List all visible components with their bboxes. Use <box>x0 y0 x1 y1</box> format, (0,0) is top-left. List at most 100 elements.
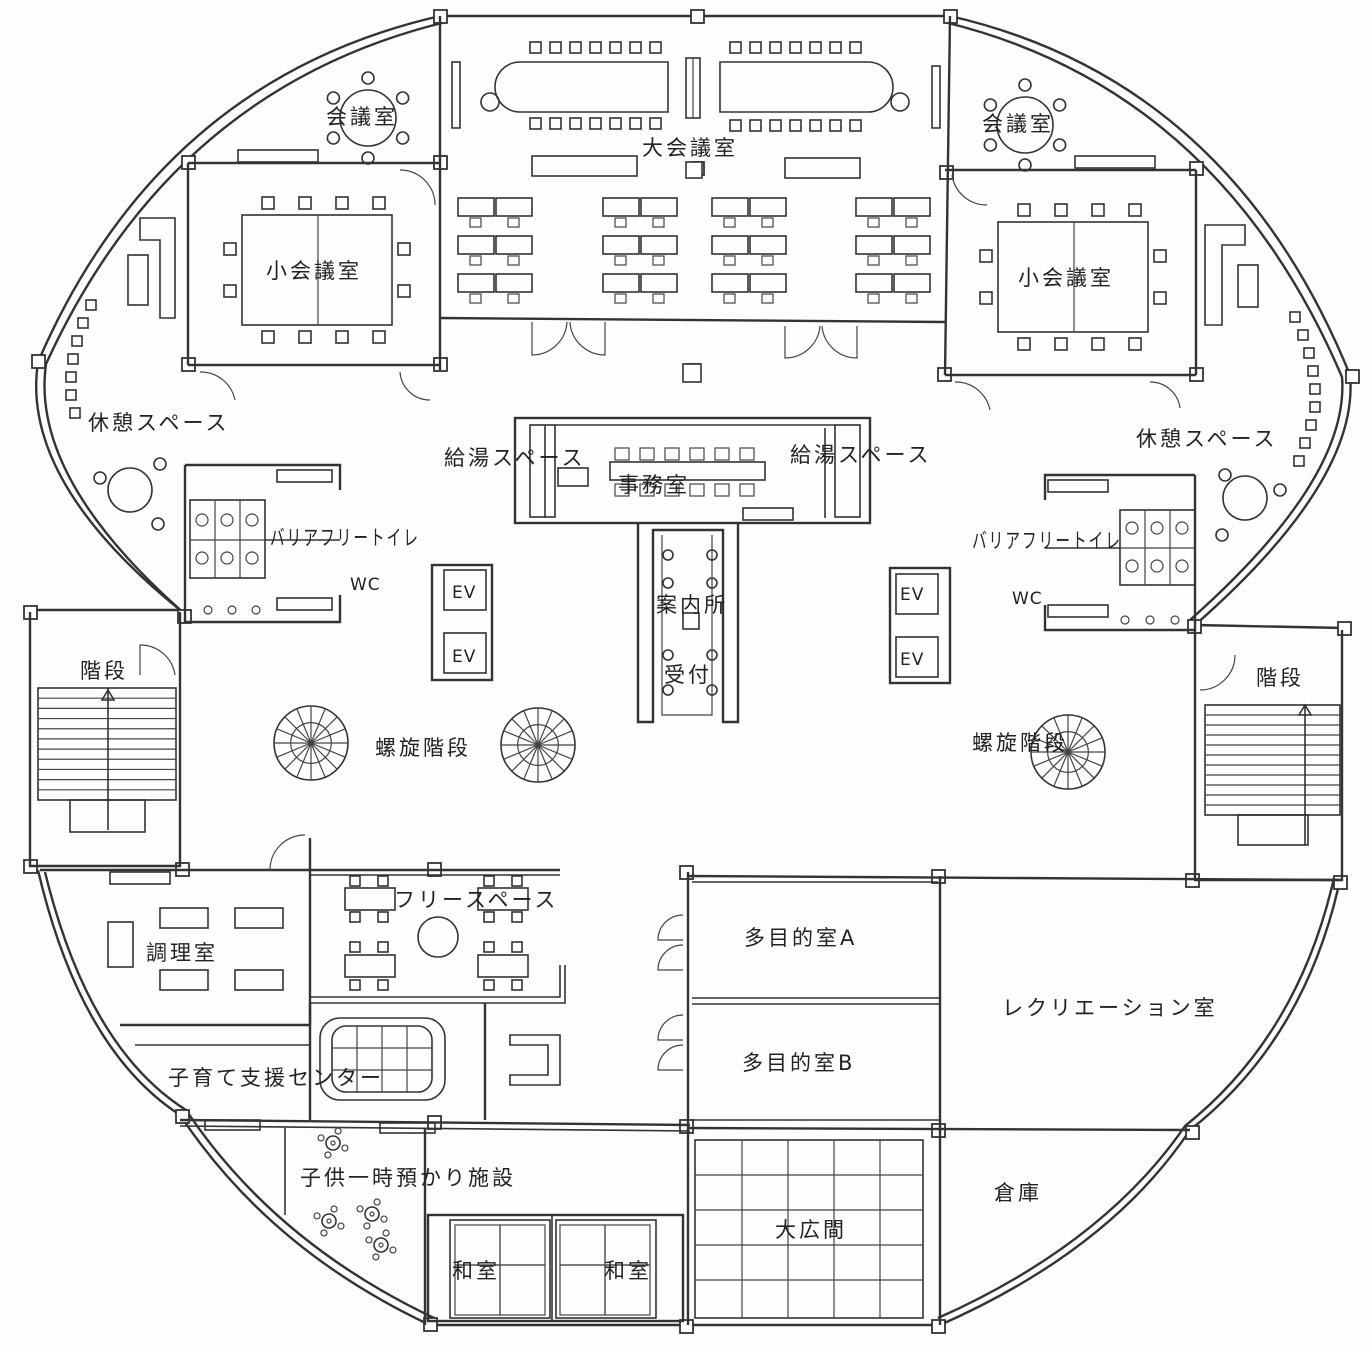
spiral-step <box>537 744 573 760</box>
lounge-furniture <box>65 299 1321 542</box>
chair <box>905 293 918 304</box>
barrierfree-toilet-right-label: バリアフリートイレ <box>972 529 1122 553</box>
desk <box>711 197 749 217</box>
chair <box>1153 249 1167 263</box>
spiral-step <box>310 716 338 744</box>
chair <box>723 255 736 266</box>
lounge-seat <box>1299 437 1311 449</box>
lounge-seat <box>77 317 89 329</box>
desk <box>893 235 931 255</box>
spiral-step <box>1067 725 1095 753</box>
chair <box>397 284 411 298</box>
spiral-step <box>1067 737 1103 753</box>
chair <box>361 151 375 165</box>
spiral-step <box>503 744 539 760</box>
chair <box>761 217 774 228</box>
desk <box>640 235 678 255</box>
office-chair <box>614 483 630 497</box>
chair <box>629 41 642 54</box>
chair <box>867 255 880 266</box>
chair <box>298 196 312 210</box>
conference-tables <box>451 41 941 304</box>
chair <box>223 242 237 256</box>
toy-seat-dot <box>389 1246 397 1254</box>
chair <box>723 293 736 304</box>
chair <box>1017 203 1031 217</box>
chair <box>829 119 842 132</box>
toy-seat-dot <box>341 1144 349 1152</box>
toy-seat-dot <box>363 1222 371 1230</box>
spiral-step <box>310 742 346 758</box>
multipurpose-room-a-label: 多目的室A <box>744 926 857 950</box>
spiral-step <box>537 744 565 772</box>
office-chair <box>714 483 730 497</box>
chair <box>867 293 880 304</box>
multipurpose-room-b-label: 多目的室B <box>742 1051 855 1075</box>
chair <box>749 119 762 132</box>
chair <box>849 119 862 132</box>
toy-seat <box>325 1135 341 1151</box>
toy-seat-dot <box>372 1253 380 1261</box>
spiral-step <box>511 718 539 746</box>
lounge-seat <box>1289 311 1301 323</box>
chair <box>529 41 542 54</box>
desk <box>893 273 931 293</box>
desk <box>855 235 893 255</box>
chair <box>469 293 482 304</box>
office-chair <box>614 447 630 461</box>
chair <box>614 293 627 304</box>
office-chair <box>689 447 705 461</box>
chair <box>395 91 410 105</box>
desk <box>495 273 533 293</box>
chair <box>569 41 582 54</box>
chair <box>723 217 736 228</box>
chair <box>761 293 774 304</box>
desk <box>893 197 931 217</box>
chair <box>1054 203 1068 217</box>
chair <box>507 217 520 228</box>
desk <box>749 235 787 255</box>
toy-seat-dot <box>334 1127 342 1135</box>
chair <box>729 119 742 132</box>
desk <box>640 273 678 293</box>
toy-seat-center <box>378 1242 384 1248</box>
toy-seat-center <box>369 1211 375 1217</box>
chair <box>649 117 662 130</box>
chair <box>1091 337 1105 351</box>
lounge-seat <box>67 353 79 365</box>
chair <box>326 91 341 105</box>
chair <box>1052 98 1067 112</box>
chair <box>809 41 822 54</box>
spiral-step <box>284 742 312 770</box>
lounge-seat <box>1309 401 1321 413</box>
desk <box>495 235 533 255</box>
toy-seat-dot <box>320 1229 328 1237</box>
office-chair <box>664 447 680 461</box>
chair <box>1128 337 1142 351</box>
reception-label: 受付 <box>664 663 712 687</box>
spiral-step <box>537 744 553 780</box>
lounge-seat <box>71 335 83 347</box>
spiral-step <box>523 744 539 780</box>
chair <box>1018 78 1032 92</box>
chair <box>652 255 665 266</box>
chair <box>1052 138 1067 152</box>
chair <box>1153 291 1167 305</box>
room-labels: 大会議室 会議室 会議室 小会議室 小会議室 休憩スペース 休憩スペース 給湯ス… <box>80 105 1301 1283</box>
small-conference-left-label: 小会議室 <box>266 259 362 283</box>
chair <box>729 41 742 54</box>
recreation-room-label: レクリエーション室 <box>1002 996 1218 1020</box>
spiral-step <box>537 730 573 746</box>
barrierfree-toilet-left-label: バリアフリートイレ <box>270 526 420 550</box>
chair <box>749 41 762 54</box>
chair <box>983 138 998 152</box>
desk <box>749 197 787 217</box>
small-conference-furniture <box>127 71 1259 351</box>
desk <box>640 197 678 217</box>
desk <box>602 273 640 293</box>
desk <box>602 197 640 217</box>
chair <box>298 330 312 344</box>
office-chair <box>739 447 755 461</box>
toy-seat-center <box>326 1218 332 1224</box>
desk <box>495 197 533 217</box>
